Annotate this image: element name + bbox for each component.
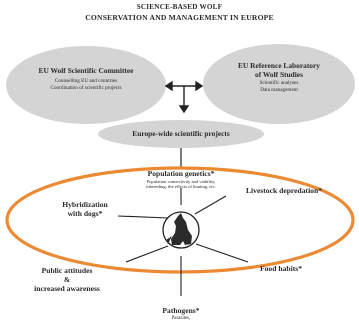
- laboratory-title-1: EU Reference Laboratory: [238, 61, 320, 70]
- title-line-2: CONSERVATION AND MANAGEMENT IN EUROPE: [85, 13, 274, 22]
- public-line-3: increased awareness: [34, 284, 100, 293]
- committee-line-1: Counselling EU and countries: [54, 78, 118, 84]
- laboratory-line-2: Data management: [260, 87, 298, 93]
- committee-ellipse: [6, 46, 166, 124]
- hybridization-line-1: Hybridization: [62, 200, 108, 209]
- livestock-label: Livestock depredation*: [245, 186, 322, 195]
- pathogens-label: Pathogens*: [162, 306, 200, 315]
- population-genetics-sub-1: Population connectivity and viability,: [146, 179, 216, 184]
- howling-wolf-icon: [166, 213, 192, 245]
- committee-title: EU Wolf Scientific Committee: [38, 66, 134, 75]
- laboratory-title-2: of Wolf Studies: [255, 70, 303, 79]
- spokes: [117, 188, 249, 296]
- pathogens-sub: Parasites,: [171, 316, 191, 321]
- bidirectional-arrow-icon: [164, 80, 204, 114]
- public-line-2: &: [63, 275, 71, 284]
- projects-ellipse: [98, 120, 264, 148]
- food-habits-label: Food habits*: [260, 264, 302, 273]
- laboratory-ellipse: [203, 44, 355, 124]
- public-line-1: Public attitudes: [41, 266, 93, 275]
- committee-text: EU Wolf Scientific Committee Counselling…: [6, 66, 166, 92]
- public-attitudes-label: Public attitudes & increased awareness: [12, 266, 122, 293]
- hybridization-label: Hybridization with dogs*: [40, 200, 130, 218]
- laboratory-line-1: Scientific analyses: [259, 80, 299, 86]
- hybridization-line-2: with dogs*: [67, 209, 103, 218]
- title-line-1: SCIENCE-BASED WOLF: [136, 3, 223, 11]
- orange-ring: [5, 166, 355, 274]
- committee-line-2: Coordination of scientific projects: [50, 85, 122, 91]
- population-genetics-sub-2: inbreeding, the effects of hunting, etc.: [146, 184, 216, 189]
- population-genetics-label: Population genetics*: [147, 169, 215, 178]
- projects-label: Europe-wide scientific projects: [132, 129, 230, 138]
- laboratory-text: EU Reference Laboratory of Wolf Studies …: [203, 61, 355, 94]
